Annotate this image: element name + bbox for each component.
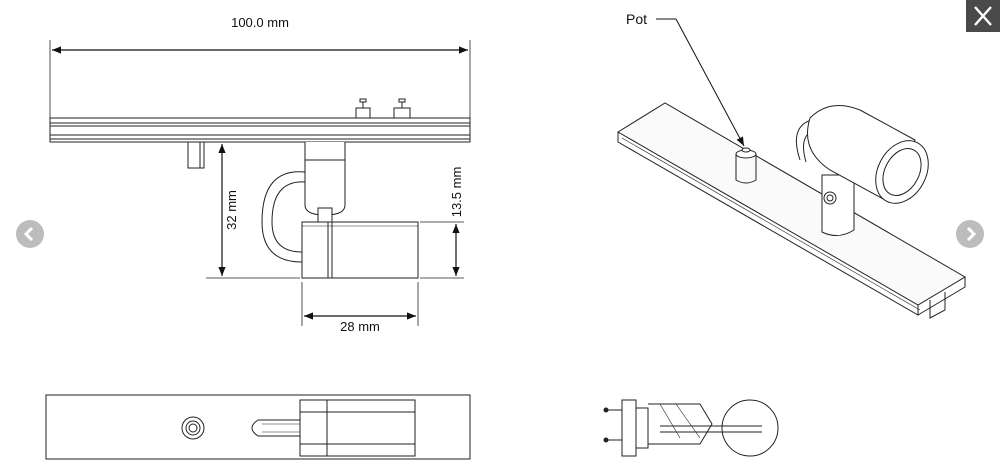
previous-image-button[interactable] xyxy=(16,220,44,248)
pot-callout-leader xyxy=(656,18,745,147)
isometric-view xyxy=(617,102,966,319)
overall-length-label: 100.0 mm xyxy=(231,15,289,30)
pot-callout-label: Pot xyxy=(626,11,647,27)
height-label: 32 mm xyxy=(224,190,239,230)
chevron-left-icon xyxy=(23,226,34,242)
close-icon xyxy=(974,6,992,26)
head-height-label: 13.5 mm xyxy=(449,167,464,218)
chevron-right-icon xyxy=(966,226,977,242)
front-view xyxy=(49,40,471,326)
next-image-button[interactable] xyxy=(956,220,984,248)
close-button[interactable] xyxy=(966,0,1000,32)
head-length-label: 28 mm xyxy=(340,319,380,334)
side-view xyxy=(603,399,779,457)
top-view xyxy=(45,394,471,460)
dimension-lines xyxy=(52,46,468,320)
